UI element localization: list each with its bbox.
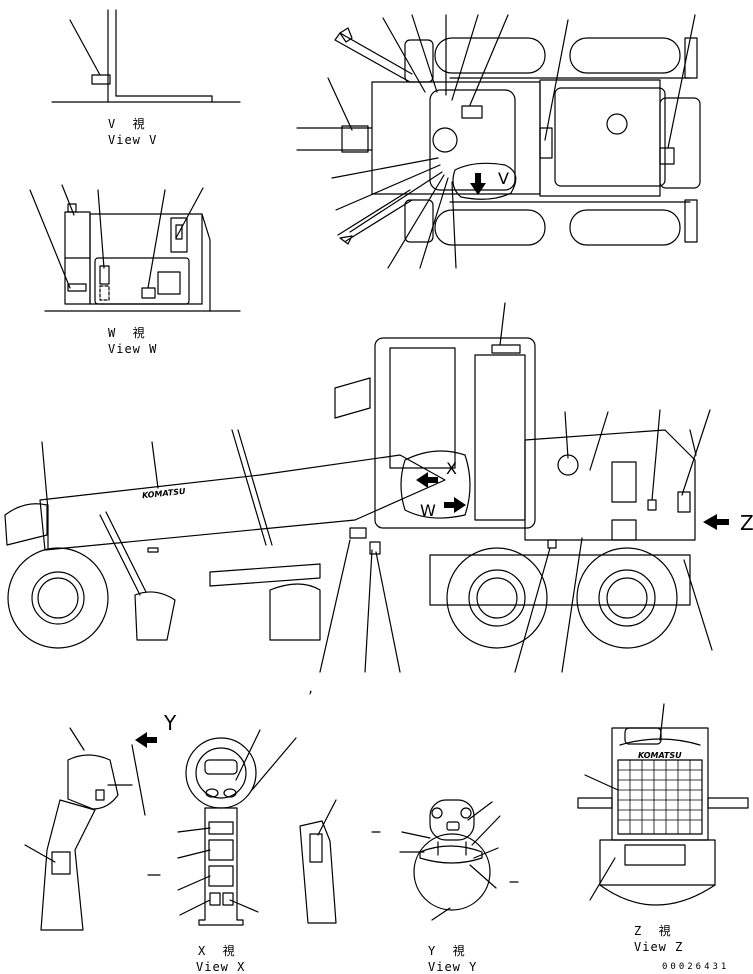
view-v-drawing [51, 9, 241, 103]
view-x-caption-jp: X 視 [198, 944, 236, 958]
decal-rect [147, 547, 159, 553]
document-id: 00026431 [662, 962, 730, 972]
marker-v-on-top: V [498, 169, 509, 188]
radiator-grille [617, 759, 703, 835]
decal-rect [99, 265, 110, 285]
decal-rect [51, 851, 71, 875]
view-x-caption-en: View X [196, 960, 246, 974]
view-y-caption-en: View Y [428, 960, 478, 974]
decal-rect [547, 539, 557, 549]
marker-y: Y [164, 711, 177, 735]
view-v-caption-en: View V [108, 133, 158, 147]
view-x-drawing [147, 729, 297, 926]
view-w-caption-en: View W [108, 342, 158, 356]
decal-rect [208, 839, 234, 861]
decal-rect [141, 287, 156, 299]
decal-rect [67, 283, 87, 292]
arrow-w-icon [444, 497, 466, 513]
marker-x-on-cab: X [446, 459, 457, 478]
decal-rect [209, 892, 221, 906]
decal-rect [91, 74, 111, 85]
view-z-drawing [577, 703, 749, 906]
decal-rect [349, 527, 367, 539]
view-z-caption-jp: Z 視 [634, 924, 672, 938]
decal-rect [309, 833, 323, 863]
decal-rect [208, 865, 234, 887]
decal-rect [491, 344, 521, 354]
lever-side-view [24, 727, 146, 931]
stray-mark: , [307, 682, 316, 696]
decal-rect [647, 499, 657, 511]
view-v-caption-jp: V 視 [108, 117, 146, 131]
view-z-caption-en: View Z [634, 940, 684, 954]
arrow-z-icon [703, 514, 729, 530]
column-side-view [299, 799, 337, 924]
decal-rect [222, 892, 234, 906]
view-w-caption-jp: W 視 [108, 326, 146, 340]
brand-logo-rear: KOMATSU [638, 751, 682, 760]
decal-rect [175, 224, 183, 240]
arrow-y-icon [135, 732, 157, 748]
view-y-drawing [371, 799, 519, 921]
marker-z: Z [740, 511, 753, 535]
side-view-grader [4, 302, 713, 673]
marker-w-on-cab: W [420, 501, 436, 520]
arrow-v-icon [470, 173, 486, 195]
arrow-x-icon [416, 472, 438, 488]
decal-rect [157, 271, 181, 295]
decal-rect [659, 147, 675, 165]
top-plan-view [296, 14, 701, 269]
view-y-caption-jp: Y 視 [428, 944, 466, 958]
view-w-drawing [29, 184, 241, 312]
decal-rect [208, 821, 234, 835]
decal-rect [624, 844, 686, 866]
